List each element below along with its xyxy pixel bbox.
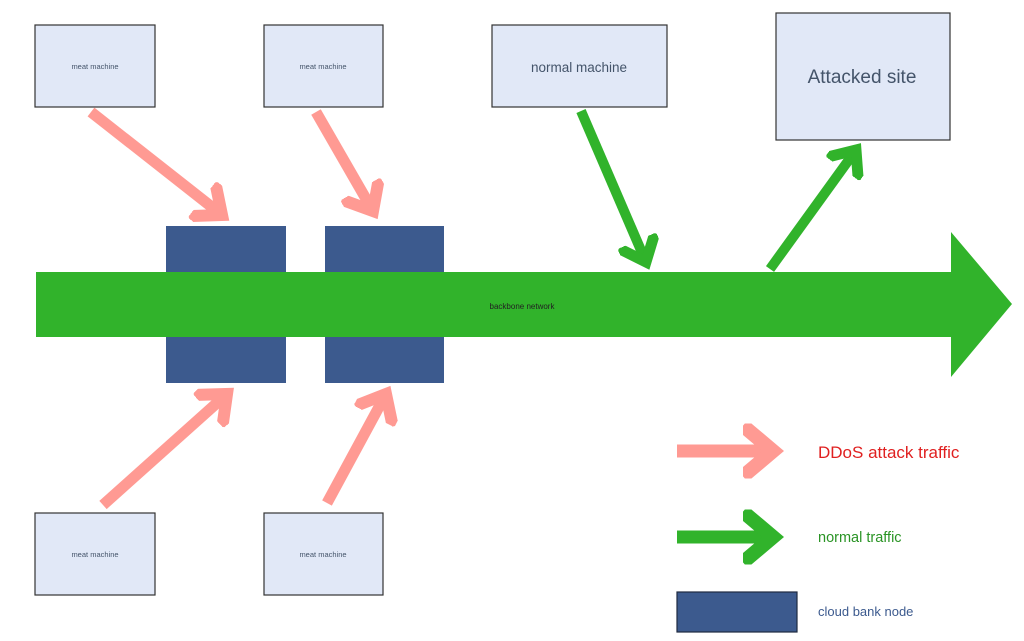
meat-machine-bottom-middle: meat machine: [263, 512, 384, 596]
meat-machine-top-middle-label: meat machine: [299, 62, 346, 71]
attack-arrow-bottom-left: [99, 394, 227, 510]
legend-node-swatch: [676, 591, 798, 633]
meat-machine-top-left-label: meat machine: [71, 62, 118, 71]
normal-machine: normal machine: [491, 24, 668, 108]
attack-arrow-top-middle: [311, 109, 373, 211]
normal-arrow-backbone-to-site: [765, 150, 856, 272]
backbone-network-arrow: [36, 232, 1012, 377]
normal-machine-label: normal machine: [531, 60, 627, 75]
attacked-site: Attacked site: [775, 12, 951, 141]
meat-machine-bottom-left-label: meat machine: [71, 550, 118, 559]
legend-attack-label: DDoS attack traffic: [818, 443, 960, 462]
backbone-network-label: backbone network: [490, 302, 556, 311]
normal-arrow-machine-to-backbone: [576, 109, 646, 262]
legend: DDoS attack traffic normal traffic cloud…: [676, 443, 960, 633]
attack-arrow-bottom-middle: [322, 394, 386, 506]
meat-machine-top-left: meat machine: [34, 24, 156, 108]
meat-machine-bottom-left: meat machine: [34, 512, 156, 596]
legend-node-label: cloud bank node: [818, 604, 913, 619]
attacked-site-label: Attacked site: [808, 67, 917, 88]
attack-arrow-top-left: [87, 107, 222, 215]
meat-machine-top-middle: meat machine: [263, 24, 384, 108]
legend-normal-label: normal traffic: [818, 530, 902, 546]
meat-machine-bottom-middle-label: meat machine: [299, 550, 346, 559]
